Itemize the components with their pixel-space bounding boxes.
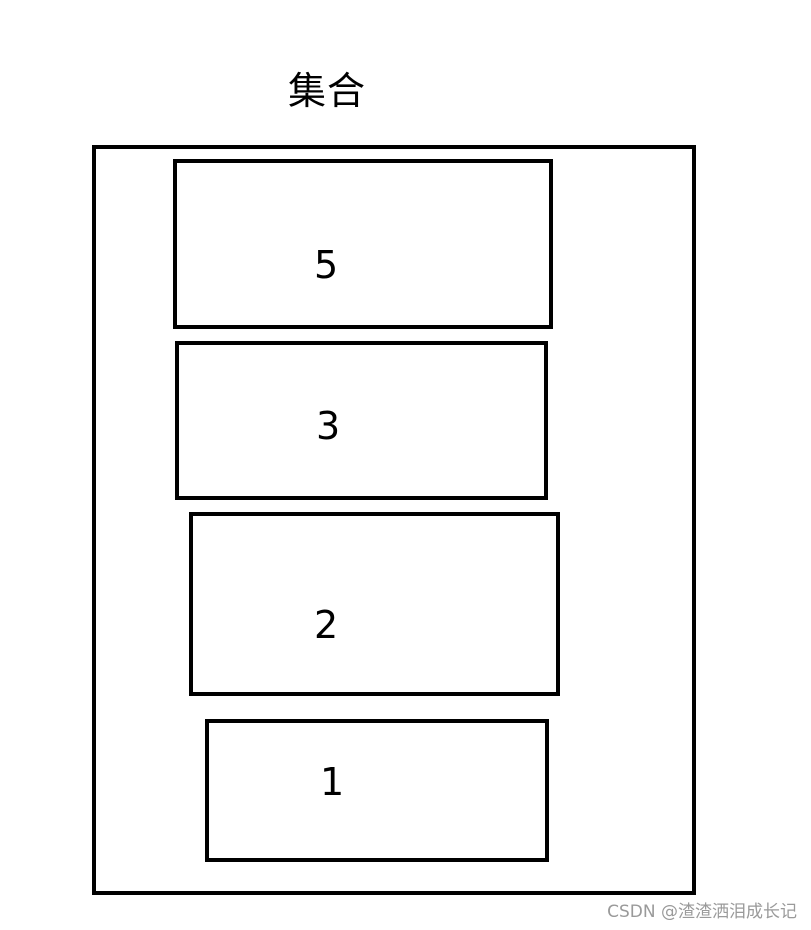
box-label: 1 (320, 760, 345, 804)
box-label: 2 (314, 603, 339, 647)
stack-box-bottom: 1 (205, 719, 549, 862)
diagram-title: 集合 (288, 69, 367, 113)
collection-container (92, 145, 696, 895)
stack-box-third: 2 (189, 512, 560, 696)
box-label: 3 (316, 404, 341, 448)
box-label: 5 (314, 243, 339, 287)
watermark-text: CSDN @渣渣洒泪成长记 (607, 902, 797, 922)
stack-box-top: 5 (173, 159, 553, 329)
stack-box-second: 3 (175, 341, 548, 500)
